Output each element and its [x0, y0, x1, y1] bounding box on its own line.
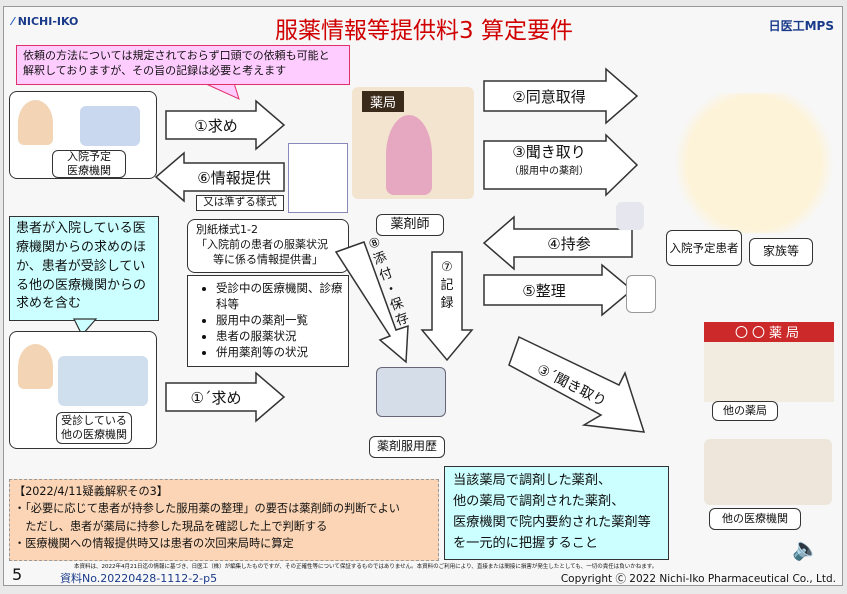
family-label: 家族等 [749, 238, 813, 266]
form-line: 「入院前の患者の服薬状況 [196, 237, 328, 251]
form-note: 又は準ずる様式 [196, 195, 284, 211]
laptop-icon [376, 367, 446, 417]
history-label: 薬剤服用歴 [369, 436, 445, 458]
hearing-sub: （服用中の薬剤） [509, 166, 589, 177]
label-line: 医療機関 [67, 164, 111, 177]
page-number: 5 [12, 565, 23, 584]
request-arrow [165, 99, 286, 151]
pharmacist-figure [386, 115, 432, 195]
left-callout: 患者が入院している医療機関からの求めのほか、患者が受診している他の医療機関からの… [9, 216, 159, 321]
speaker-icon[interactable]: 🔈 [792, 537, 820, 562]
organize-label: ⑤整理 [522, 281, 566, 300]
document-thumbnail [288, 143, 348, 213]
form-line: 等に係る情報提供書」 [213, 252, 323, 266]
pharmacist-label: 薬剤師 [376, 214, 444, 236]
hospital-building-icon [80, 106, 140, 146]
logo-text: NICHI-IKO [17, 15, 79, 28]
summary-line: を一元的に把握すること [453, 536, 599, 552]
hospital-label: 入院予定医療機関 [52, 150, 126, 178]
qa-box: 【2022/4/11疑義解釈その3】・「必要に応じて患者が持参した服用薬の整理」… [9, 479, 439, 561]
clinic-panel: 受診している他の医療機関 [9, 331, 157, 449]
hospital-panel: 入院予定医療機関 [9, 91, 157, 179]
document-icon [626, 275, 656, 313]
form-items-list: 受診中の医療機関、診療科等服用中の薬剤一覧患者の服薬状況併用薬剤等の状況 [187, 275, 349, 367]
consent-arrow [483, 67, 639, 125]
record-label: ⑦ 記録 [432, 259, 462, 314]
other-clinic-label: 他の医療機関 [709, 508, 801, 530]
nichiiko-logo: ⁄ NICHI-IKO [12, 15, 79, 28]
bring-arrow [482, 215, 633, 271]
doc-number: 資料No.20220428-1112-2-p5 [60, 572, 218, 585]
provide-arrow [154, 151, 285, 203]
provide-label: ⑥情報提供 [197, 168, 271, 187]
other-clinic-illustration [704, 439, 832, 505]
form-title-box: 別紙様式1-2「入院前の患者の服薬状況等に係る情報提供書」 [187, 219, 349, 273]
qa-line: ・医療機関への情報提供時又は患者の次回来局時に算定 [14, 537, 294, 551]
clinic-label: 受診している他の医療機関 [56, 412, 132, 444]
slide: ⁄ NICHI-IKO 服薬情報等提供料3 算定要件 日医工MPS 依頼の方法に… [3, 6, 843, 586]
form-item: 併用薬剤等の状況 [216, 344, 344, 360]
label-line: 他の医療機関 [61, 428, 127, 441]
organize-arrow [483, 263, 634, 317]
page-title: 服薬情報等提供料3 算定要件 [275, 18, 573, 44]
callout-line: 依頼の方法については規定されておらず口頭での依頼も可能と [23, 49, 330, 62]
other-pharmacy-illustration: 〇〇薬局 [704, 322, 834, 402]
medicine-icon [616, 202, 644, 230]
family-illustration [668, 93, 840, 233]
form-item: 受診中の医療機関、診療科等 [216, 280, 344, 312]
hearing-label: ③聞き取り （服用中の薬剤） [484, 141, 614, 177]
pharmacy-illustration: 薬局 [352, 87, 474, 199]
record-arrow [420, 251, 474, 362]
doctor-illustration [18, 100, 53, 145]
record-char: 録 [440, 296, 454, 312]
request-label: ①求め [194, 116, 238, 135]
form-item: 服用中の薬剤一覧 [216, 312, 344, 328]
brand-logo: 日医工MPS [768, 19, 834, 33]
form-item: 患者の服薬状況 [216, 328, 344, 344]
other-pharmacy-sign: 〇〇薬局 [704, 322, 834, 342]
doctor-illustration [18, 344, 53, 389]
callout-line: 解釈しておりますが、その旨の記録は必要と考えます [23, 63, 287, 77]
summary-line: 他の薬局で調剤された薬剤、 [453, 494, 625, 510]
record-char: ⑦ [441, 260, 453, 275]
other-pharmacy-label: 他の薬局 [712, 401, 778, 421]
summary-box: 当該薬局で調剤した薬剤、他の薬局で調剤された薬剤、医療機関で院内要約された薬剤等… [444, 466, 669, 560]
clinic-building-icon [58, 356, 148, 406]
patient-label: 入院予定患者 [666, 230, 742, 266]
hearing-text: ③聞き取り [512, 143, 586, 161]
form-line: 別紙様式1-2 [196, 223, 258, 236]
qa-title: 【2022/4/11疑義解釈その3】 [14, 485, 168, 498]
hearing2-arrow [508, 335, 646, 433]
record-char: 記 [440, 278, 454, 294]
qa-line: ・「必要に応じて患者が持参した服用薬の整理」の要否は薬剤師の判断でよい [14, 502, 400, 516]
disclaimer: 本資料は、2022年4月21日迄の情報に基づき、日医工（株）が編集したものですが… [74, 564, 658, 570]
left-callout-pointer [73, 318, 98, 337]
request2-arrow [165, 371, 286, 423]
pharmacy-sign: 薬局 [362, 91, 405, 112]
bring-label: ④持参 [547, 234, 591, 253]
qa-line: ただし、患者が薬局に持参した現品を確認した上で判断する [14, 519, 328, 533]
hearing-arrow [483, 133, 639, 197]
attach-arrow [334, 241, 409, 364]
summary-line: 当該薬局で調剤した薬剤、 [453, 473, 612, 488]
top-callout: 依頼の方法については規定されておらず口頭での依頼も可能と解釈しておりますが、その… [16, 45, 350, 85]
label-line: 入院予定 [67, 149, 111, 163]
consent-label: ②同意取得 [512, 88, 586, 106]
request2-label: ①´求め [190, 388, 242, 407]
summary-line: 医療機関で院内要約された薬剤等 [453, 515, 651, 531]
callout-pointer [203, 82, 240, 100]
label-line: 受診している [61, 413, 127, 427]
copyright: Copyright Ⓒ 2022 Nichi-Iko Pharmaceutica… [560, 573, 836, 585]
